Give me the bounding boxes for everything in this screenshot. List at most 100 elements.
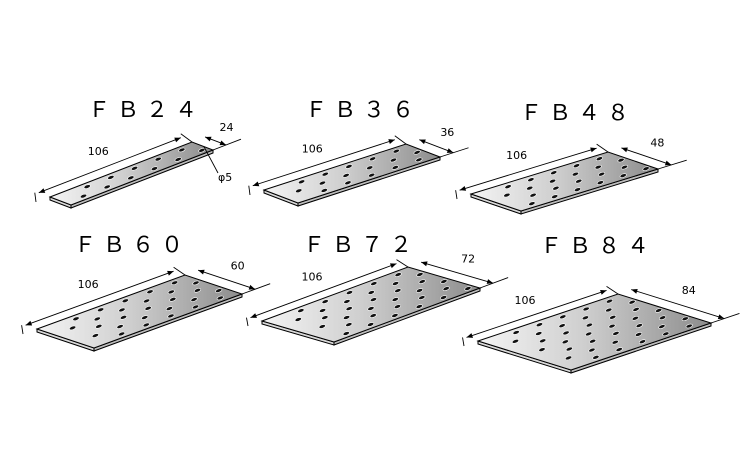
extension-line	[462, 337, 465, 347]
nail-hole	[418, 279, 426, 284]
length-dimension-line	[38, 137, 181, 194]
nail-hole	[116, 324, 124, 329]
nail-hole	[635, 323, 643, 328]
plate-top-face	[35, 274, 244, 349]
nail-hole	[91, 333, 99, 338]
extension-line	[212, 138, 242, 151]
nail-hole	[503, 192, 511, 198]
extension-line	[657, 159, 687, 170]
nail-hole	[415, 157, 423, 163]
nail-hole	[192, 280, 200, 286]
nail-hole	[142, 322, 150, 328]
nail-hole	[598, 171, 606, 177]
nail-hole	[571, 171, 579, 177]
nail-hole	[69, 325, 77, 331]
nail-hole	[154, 156, 162, 162]
width-label: 84	[682, 284, 696, 297]
length-label: 106	[506, 149, 527, 162]
dimension-arrowhead	[167, 270, 174, 276]
nail-hole	[415, 304, 423, 309]
nail-hole	[392, 281, 400, 286]
nail-hole	[592, 355, 600, 360]
nail-hole	[617, 157, 625, 163]
dimension-arrowhead	[38, 188, 46, 193]
nail-hole	[585, 322, 593, 328]
nail-hole	[321, 171, 329, 177]
nail-hole	[367, 322, 375, 327]
nail-hole	[539, 338, 547, 344]
nail-hole	[369, 313, 377, 318]
nail-hole	[558, 323, 566, 328]
width-label: 60	[231, 260, 245, 273]
dimension-arrowhead	[205, 136, 212, 142]
plate-title: ＦＢ２４	[88, 98, 204, 123]
nail-hole	[118, 331, 126, 337]
dimension-arrowhead	[219, 140, 227, 146]
extension-line	[606, 286, 619, 295]
length-label: 106	[78, 278, 99, 291]
nail-hole	[79, 193, 88, 199]
nail-hole	[298, 179, 306, 185]
nail-hole	[582, 306, 590, 312]
plate-top-face	[469, 151, 660, 212]
length-dimension-line	[252, 139, 395, 187]
nail-hole	[174, 157, 182, 162]
nail-hole	[662, 331, 670, 337]
nail-hole	[167, 313, 175, 319]
nail-hole	[107, 175, 115, 180]
nail-hole	[511, 339, 519, 344]
nail-hole	[345, 290, 354, 295]
nail-hole	[143, 298, 151, 304]
nail-hole	[573, 187, 582, 192]
nail-hole	[575, 178, 583, 184]
plate-title: ＦＢ３６	[305, 98, 421, 123]
nail-hole	[127, 175, 135, 181]
extension-line	[173, 266, 186, 276]
extension-line	[479, 277, 509, 289]
extension-line	[439, 147, 469, 158]
extension-line	[394, 135, 407, 145]
nail-hole	[344, 180, 352, 186]
width-label: 24	[220, 121, 234, 134]
nail-hole	[72, 316, 80, 322]
nail-hole	[538, 347, 546, 352]
dimension-arrowhead	[388, 139, 395, 144]
extension-line	[246, 317, 249, 327]
dimension-arrowhead	[389, 263, 397, 269]
dimension-arrowhead	[717, 314, 725, 320]
nail-hole	[394, 288, 402, 293]
nail-hole	[369, 297, 378, 302]
extension-line	[180, 133, 193, 143]
length-dimension-line	[25, 270, 174, 326]
nail-hole	[295, 188, 303, 194]
dimension-arrowhead	[419, 139, 426, 145]
nail-hole	[681, 316, 689, 322]
nail-hole	[345, 164, 353, 169]
nail-hole	[561, 339, 569, 345]
nail-hole	[215, 288, 223, 293]
nail-hole	[550, 170, 558, 175]
nail-hole	[171, 280, 179, 286]
nail-hole	[318, 180, 326, 186]
nail-hole	[655, 308, 663, 313]
nail-hole	[416, 272, 424, 277]
extension-line	[396, 259, 409, 268]
dimension-arrowhead	[600, 289, 607, 295]
dimension-arrowhead	[466, 333, 474, 338]
nail-hole	[605, 307, 613, 313]
nail-hole	[342, 331, 350, 336]
dimension-arrowhead	[486, 279, 494, 284]
nail-hole	[103, 184, 111, 190]
nail-hole	[527, 177, 535, 182]
nail-hole	[638, 339, 647, 344]
nail-hole	[548, 178, 557, 184]
nail-hole	[391, 297, 399, 302]
nail-hole	[367, 306, 375, 311]
nail-hole	[392, 148, 400, 154]
nail-hole	[394, 272, 402, 277]
nail-hole	[535, 331, 543, 336]
